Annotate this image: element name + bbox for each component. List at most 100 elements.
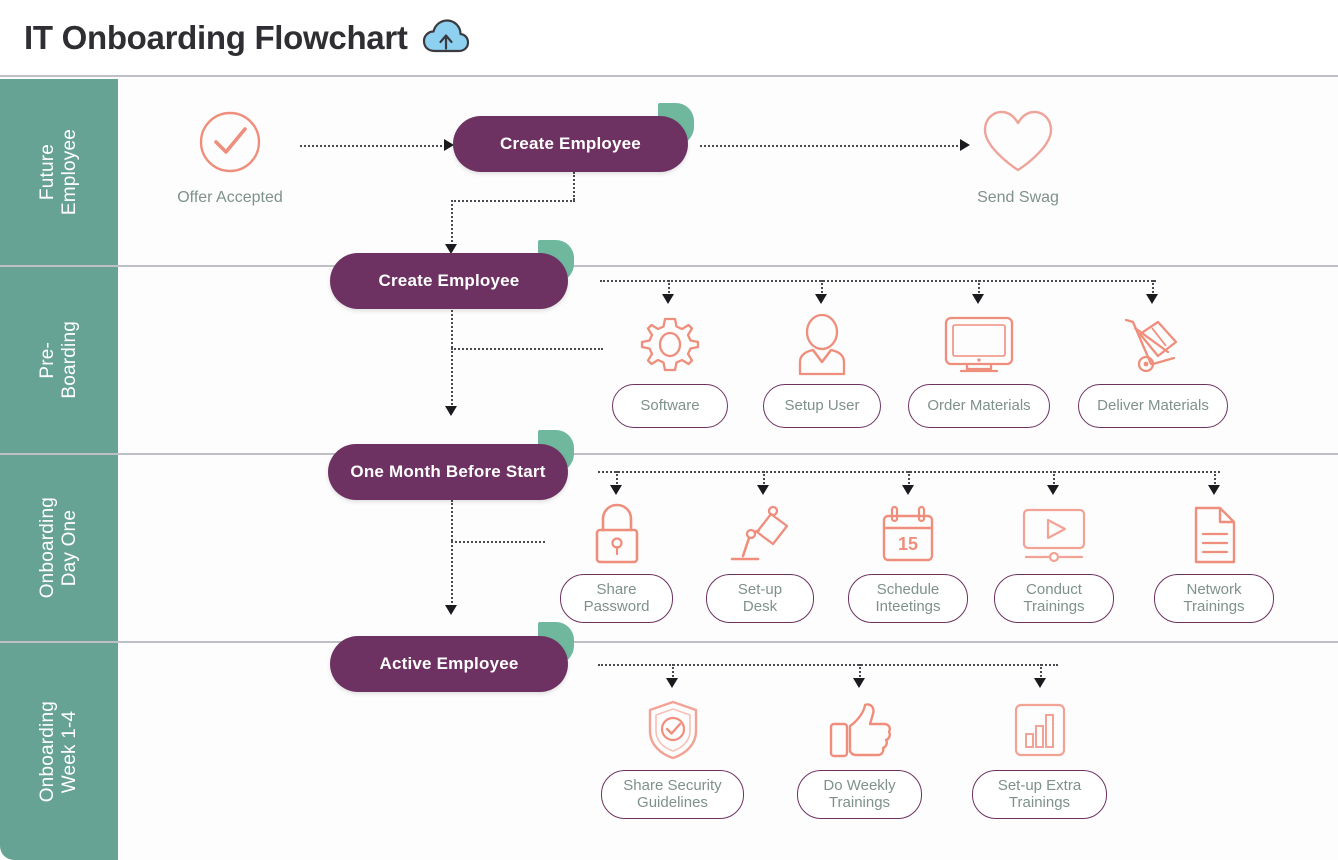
stage-active-employee[interactable]: Active Employee xyxy=(330,636,568,692)
page-header: IT Onboarding Flowchart xyxy=(0,0,1338,77)
connector-drop xyxy=(978,280,980,296)
node-setup-extra-trainings[interactable]: Set-up Extra Trainings xyxy=(972,694,1107,819)
node-label: Conduct Trainings xyxy=(994,574,1114,623)
node-send-swag[interactable]: Send Swag xyxy=(943,103,1093,207)
node-label: Order Materials xyxy=(908,384,1050,428)
node-order-materials[interactable]: Order Materials xyxy=(908,308,1050,428)
connector-arrowhead xyxy=(445,244,457,254)
connector-drop xyxy=(763,471,765,487)
connector-row2-to-row3 xyxy=(451,348,453,408)
stage-one-month-before-start[interactable]: One Month Before Start xyxy=(328,444,568,500)
connector-arrowhead xyxy=(1047,485,1059,495)
node-label: Software xyxy=(612,384,728,428)
stage-create-employee-row2[interactable]: Create Employee xyxy=(330,253,568,309)
connector-drop xyxy=(1040,664,1042,680)
node-label: Deliver Materials xyxy=(1078,384,1228,428)
node-do-weekly-trainings[interactable]: Do Weekly Trainings xyxy=(797,694,922,819)
page-title: IT Onboarding Flowchart xyxy=(24,18,408,56)
calendar-icon: 15 xyxy=(848,498,968,566)
stage-label: Create Employee xyxy=(500,134,641,153)
connector-row1-across xyxy=(451,200,575,202)
node-label: Offer Accepted xyxy=(177,189,283,206)
connector-arrowhead xyxy=(853,678,865,688)
svg-text:15: 15 xyxy=(898,534,918,554)
node-network-trainings[interactable]: Network Trainings xyxy=(1154,498,1274,623)
connector-row2-across xyxy=(451,348,603,350)
node-label: Do Weekly Trainings xyxy=(797,770,922,819)
lane-pre-boarding: Pre- Boarding xyxy=(0,267,118,453)
connector-arrowhead xyxy=(662,294,674,304)
node-label: Share Security Guidelines xyxy=(601,770,744,819)
node-label: Schedule Inteetings xyxy=(848,574,968,623)
connector-arrowhead xyxy=(610,485,622,495)
node-label: Share Password xyxy=(560,574,673,623)
connector-drop xyxy=(821,280,823,296)
connector-arrowhead xyxy=(1034,678,1046,688)
user-icon xyxy=(763,308,881,376)
connector-offer-to-create xyxy=(300,145,446,147)
connector-arrowhead xyxy=(444,139,454,151)
video-player-icon xyxy=(994,498,1114,566)
monitor-icon xyxy=(908,308,1050,376)
connector-drop xyxy=(668,280,670,296)
lane-label: Onboarding Day One xyxy=(37,497,80,599)
stage-label: Create Employee xyxy=(378,271,520,290)
lane-onboarding-week-1-4: Onboarding Week 1-4 xyxy=(0,643,118,860)
node-label: Send Swag xyxy=(977,189,1059,206)
lane-divider xyxy=(0,265,1338,267)
lane-divider xyxy=(0,453,1338,455)
connector-arrowhead xyxy=(815,294,827,304)
connector-arrowhead xyxy=(757,485,769,495)
connector-row1-to-row2 xyxy=(451,200,453,246)
connector-drop xyxy=(1214,471,1216,487)
connector-drop xyxy=(908,471,910,487)
connector-arrowhead xyxy=(445,406,457,416)
connector-drop xyxy=(616,471,618,487)
document-icon xyxy=(1154,498,1274,566)
connector-row2-drop xyxy=(451,310,453,348)
connector-arrowhead xyxy=(902,485,914,495)
connector-arrowhead xyxy=(960,139,970,151)
lock-icon xyxy=(560,498,673,566)
connector-drop xyxy=(1152,280,1154,296)
hand-truck-icon xyxy=(1078,308,1228,376)
node-offer-accepted[interactable]: Offer Accepted xyxy=(155,103,305,207)
node-setup-desk[interactable]: Set-up Desk xyxy=(706,498,814,623)
cloud-upload-icon xyxy=(422,18,469,52)
node-label: Set-up Extra Trainings xyxy=(972,770,1107,819)
shield-check-icon xyxy=(601,694,744,762)
node-share-security-guidelines[interactable]: Share Security Guidelines xyxy=(601,694,744,819)
lane-label: Pre- Boarding xyxy=(37,321,80,399)
thumbs-up-icon xyxy=(797,694,922,762)
node-conduct-trainings[interactable]: Conduct Trainings xyxy=(994,498,1114,623)
check-circle-icon xyxy=(155,103,305,181)
lane-label: Future Employee xyxy=(37,128,80,216)
bar-chart-icon xyxy=(972,694,1107,762)
connector-arrowhead xyxy=(972,294,984,304)
connector-drop xyxy=(859,664,861,680)
connector-create-to-swag xyxy=(700,145,962,147)
node-software[interactable]: Software xyxy=(612,308,728,428)
stage-label: Active Employee xyxy=(379,654,519,673)
connector-bus-row2 xyxy=(600,280,1156,282)
connector-drop xyxy=(672,664,674,680)
connector-row1-drop xyxy=(573,172,575,200)
connector-arrowhead xyxy=(1146,294,1158,304)
node-setup-user[interactable]: Setup User xyxy=(763,308,881,428)
node-label: Setup User xyxy=(763,384,881,428)
heart-icon xyxy=(943,103,1093,181)
stage-create-employee-row1[interactable]: Create Employee xyxy=(453,116,688,172)
connector-row3-drop xyxy=(451,500,453,541)
node-schedule-meetings[interactable]: 15 Schedule Inteetings xyxy=(848,498,968,623)
connector-bus-row4 xyxy=(598,664,1058,666)
stage-label: One Month Before Start xyxy=(350,462,546,481)
node-share-password[interactable]: Share Password xyxy=(560,498,673,623)
connector-row3-to-row4 xyxy=(451,541,453,607)
lane-onboarding-day-one: Onboarding Day One xyxy=(0,455,118,641)
connector-row3-across xyxy=(451,541,545,543)
node-deliver-materials[interactable]: Deliver Materials xyxy=(1078,308,1228,428)
lane-divider xyxy=(0,641,1338,643)
desk-lamp-icon xyxy=(706,498,814,566)
connector-arrowhead xyxy=(666,678,678,688)
